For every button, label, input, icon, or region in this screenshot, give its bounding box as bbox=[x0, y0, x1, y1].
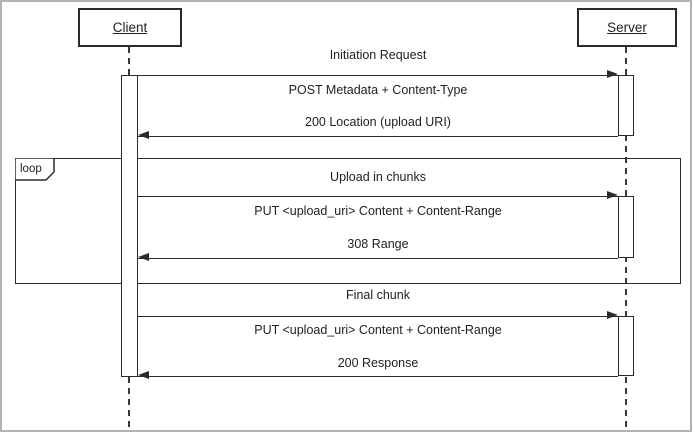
client-activation-bar bbox=[121, 75, 138, 377]
arrowhead-right bbox=[607, 70, 618, 78]
loop-tab-label: loop bbox=[20, 163, 42, 175]
response-message: 200 Response bbox=[337, 356, 419, 370]
server-activation-bar bbox=[618, 316, 634, 376]
loop-frame bbox=[15, 158, 681, 284]
actor-server: Server bbox=[577, 8, 677, 47]
request-message: PUT <upload_uri> Content + Content-Range bbox=[254, 323, 502, 337]
response-arrow-line bbox=[138, 258, 618, 259]
exchange-title: Initiation Request bbox=[329, 48, 427, 62]
arrowhead-right bbox=[607, 191, 618, 199]
response-message: 308 Range bbox=[347, 237, 409, 251]
loop-tab bbox=[15, 158, 55, 181]
request-message: PUT <upload_uri> Content + Content-Range bbox=[254, 204, 502, 218]
arrowhead-right bbox=[607, 311, 618, 319]
arrowhead-left bbox=[138, 253, 149, 261]
response-arrow-line bbox=[138, 136, 618, 137]
response-message: 200 Location (upload URI) bbox=[305, 115, 451, 129]
actor-server-label: Server bbox=[607, 20, 647, 35]
server-activation-bar bbox=[618, 196, 634, 258]
exchange-title: Final chunk bbox=[346, 288, 410, 302]
request-arrow-line bbox=[138, 316, 618, 317]
actor-client-label: Client bbox=[112, 20, 148, 35]
arrowhead-left bbox=[138, 131, 149, 139]
response-arrow-line bbox=[138, 376, 618, 377]
arrowhead-left bbox=[138, 371, 149, 379]
exchange-title: Upload in chunks bbox=[330, 170, 426, 184]
actor-client: Client bbox=[78, 8, 182, 47]
request-arrow-line bbox=[138, 75, 618, 76]
server-activation-bar bbox=[618, 75, 634, 136]
request-message: POST Metadata + Content-Type bbox=[288, 83, 468, 97]
request-arrow-line bbox=[138, 196, 618, 197]
